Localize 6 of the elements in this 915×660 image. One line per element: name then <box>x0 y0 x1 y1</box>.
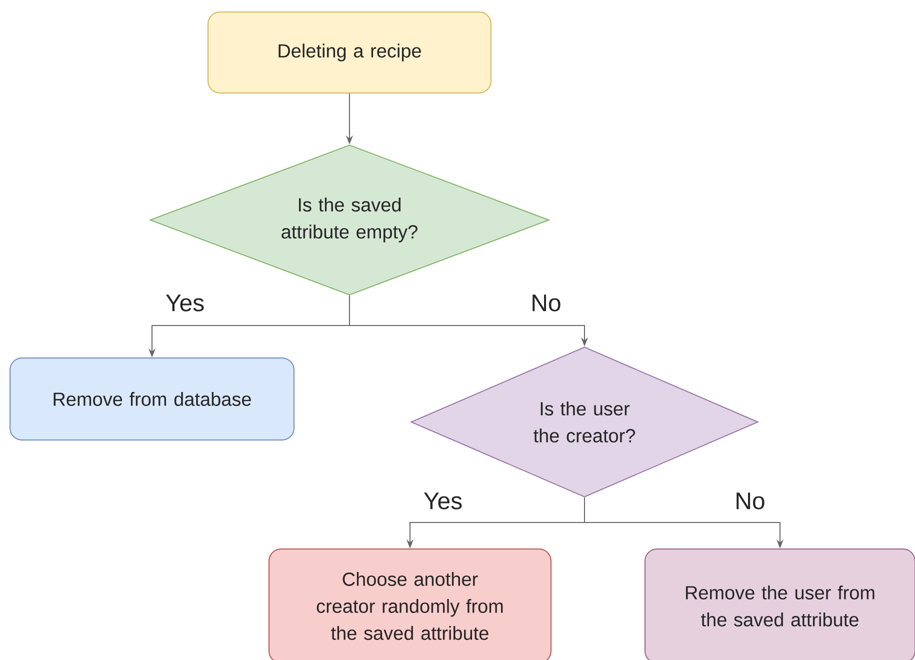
edge-label: No <box>530 294 562 312</box>
process-box: Deleting a recipe <box>208 12 492 94</box>
process-box: Remove from database <box>10 358 294 440</box>
edge-label: Yes <box>164 294 206 312</box>
process-box: Choose another creator randomly from the saved attribute <box>268 548 552 660</box>
process-box: Remove the user from the saved attribute <box>644 548 915 660</box>
